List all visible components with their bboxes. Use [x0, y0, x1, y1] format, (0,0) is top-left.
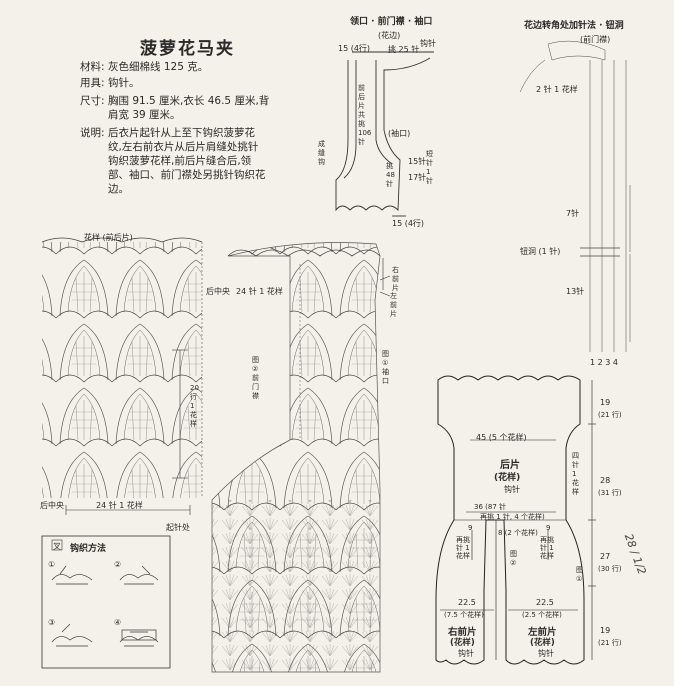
tool-label: 用具:: [80, 77, 105, 89]
front-chart-start-label: 起针处: [166, 523, 190, 532]
neck-edge-label: (花边): [378, 31, 401, 40]
back-chart-heading: 花样 (前后片): [84, 233, 133, 242]
front-pattern-chart: [211, 242, 391, 673]
neck-17-label: 17针: [408, 173, 427, 182]
front-chart-center-label: 后中央: [206, 287, 230, 296]
neck-diagram-heading: 领口 · 前门襟 · 袖口: [350, 17, 433, 27]
back-chart-center-label: 后中央: [40, 501, 64, 510]
neckline-diagram: [335, 51, 434, 217]
schematic-pick36b: 再挑 1 针, 4 个花样): [480, 513, 545, 521]
dim-19-bottom-rows: (21 行): [598, 639, 622, 647]
schematic-left-width-pattern: (2.5 个花样): [522, 611, 562, 619]
dim-28-rows: (31 行): [598, 489, 622, 497]
dim-27-rows: (30 行): [598, 565, 622, 573]
back-chart-stitch-label: 24 针 1 花样: [96, 501, 143, 510]
neck-bottom-label: 15 (4行): [392, 219, 425, 228]
edge-7-label: 7针: [566, 209, 580, 218]
info-material: 材料:灰色细棉线 125 克。: [80, 60, 300, 74]
schematic-left-pattern: (花样): [530, 638, 555, 648]
edge-button-label: 钮洞 (1 针): [520, 247, 561, 256]
back-chart-rows-label: 20 行 1 花样: [190, 384, 199, 428]
material-label: 材料:: [80, 61, 105, 73]
front-chart-left-label: 左前片: [390, 292, 397, 318]
stitch-box-icon: 叉: [53, 542, 61, 551]
stitch-box-heading: 钩织方法: [70, 544, 107, 554]
front-chart-diagram2-label: 图 ② 前门襟: [252, 356, 259, 400]
schematic-pick-b: 再挑针 1 花样: [540, 536, 554, 560]
neck-short-label: 短针 1 针: [426, 150, 433, 185]
size-label: 尺寸:: [80, 95, 105, 107]
schematic-right-width: 22.5: [458, 598, 476, 607]
schematic-left-width: 22.5: [536, 598, 554, 607]
desc-line-1: 后衣片起针从上至下钩织菠萝花: [108, 127, 255, 139]
schematic-left-front: 左前片: [528, 627, 557, 638]
desc-label: 说明:: [80, 127, 105, 139]
neck-front-pick-label: 前后片共挑 106 针: [358, 84, 372, 146]
info-tool: 用具:钩针。: [80, 76, 300, 90]
front-chart-stitch-label: 24 针 1 花样: [236, 287, 283, 296]
dim-27: 27: [600, 552, 611, 561]
stitch-step-1: ①: [48, 560, 56, 569]
neck-top-pick-label: 挑 25 针: [388, 45, 420, 54]
dim-19-top: 19: [600, 398, 611, 407]
neck-crochet-label: 钩针: [420, 39, 436, 48]
schematic-fig2: 图 ②: [510, 550, 517, 567]
schematic-pick-mid: 8 (2 个花样): [498, 529, 538, 537]
schematic-right-width-pattern: (7.5 个花样): [444, 611, 484, 619]
material-value: 灰色细棉线 125 克。: [108, 61, 209, 73]
edge-detail-chart: [519, 40, 631, 352]
schematic-pick36: 36 (87 针: [474, 503, 506, 511]
edge-13-label: 13针: [566, 287, 585, 296]
desc-line-3: 钩织菠萝花样,前后片缝合后,领: [108, 155, 252, 167]
dim-28: 28: [600, 476, 611, 485]
tool-value: 钩针。: [108, 77, 140, 89]
dim-19-bottom: 19: [600, 626, 611, 635]
garment-schematic: [435, 375, 596, 665]
size-value-1: 胸围 91.5 厘米,衣长 46.5 厘米,背: [108, 95, 270, 107]
front-chart-diagram1-label: 图 ① 袖口: [382, 350, 389, 385]
schematic-left-crochet: 钩针: [538, 649, 554, 658]
desc-line-5: 边。: [108, 183, 129, 195]
edge-front-label: (前门襟): [580, 35, 611, 44]
page-title: 菠萝花马夹: [140, 39, 235, 59]
neck-pick48-label: 挑 48 针: [386, 162, 395, 188]
edge-2-label: 2 针 1 花样: [536, 85, 578, 94]
schematic-right-crochet: 钩针: [458, 649, 474, 658]
schematic-back-pattern: (花样): [494, 473, 521, 483]
info-size: 尺寸:胸围 91.5 厘米,衣长 46.5 厘米,背 肩宽 39 厘米。: [80, 94, 310, 122]
schematic-back-piece: 后片: [500, 460, 520, 471]
stitch-step-4: ④: [114, 618, 122, 627]
schematic-back-crochet: 钩针: [504, 485, 520, 494]
size-value-2: 肩宽 39 厘米。: [108, 109, 181, 121]
stitch-method-box: [41, 535, 171, 669]
dim-19-top-rows: (21 行): [598, 411, 622, 419]
edge-diagram-heading: 花边转角处加针法 · 钮洞: [524, 21, 624, 31]
back-pattern-chart: [41, 237, 203, 515]
schematic-width-top: 45 (5 个花样): [476, 433, 527, 442]
schematic-right-pattern: (花样): [450, 638, 475, 648]
info-description: 说明:后衣片起针从上至下钩织菠萝花 纹,左右前衣片从后片肩缝处挑针 钩织菠萝花样…: [80, 126, 310, 196]
neck-15-label: 15针: [408, 157, 427, 166]
schematic-pick-a: 再挑针 1 花样: [456, 536, 470, 560]
stitch-step-2: ②: [114, 560, 122, 569]
schematic-pick9a: 9: [468, 524, 473, 532]
neck-top-left-label: 15 (4行): [338, 44, 371, 53]
desc-line-4: 部、袖口、前门襟处另挑针钩织花: [108, 169, 266, 181]
schematic-right-front: 右前片: [448, 627, 477, 638]
edge-rows-label: 1 2 3 4: [590, 358, 618, 367]
neck-open-label: 成缝钩: [318, 140, 325, 166]
schematic-fig1: 图 ①: [576, 566, 583, 583]
front-chart-right-label: 右前片: [392, 266, 399, 292]
stitch-step-3: ③: [48, 618, 56, 627]
desc-line-2: 纹,左右前衣片从后片肩缝处挑针: [108, 141, 259, 153]
schematic-side-pick: 四针 1 花样: [572, 452, 579, 496]
neck-sleeve-label: (袖口): [388, 129, 411, 138]
schematic-pick9b: 9: [546, 524, 551, 532]
